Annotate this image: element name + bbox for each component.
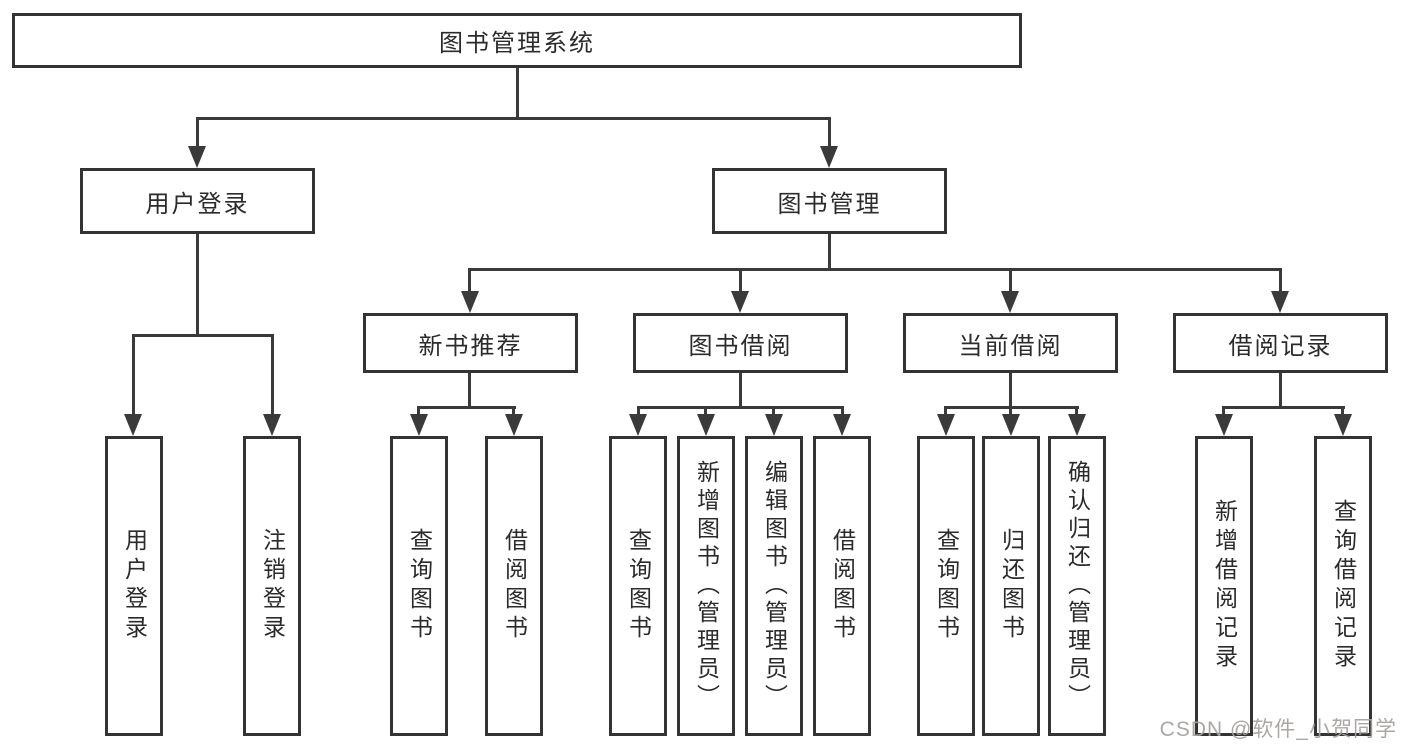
connector-line (271, 334, 274, 416)
connector-line (841, 406, 844, 416)
node-book-borrowing: 图书借阅 (633, 313, 848, 373)
connector-line (512, 406, 515, 416)
node-label: 借阅图书 (829, 528, 856, 644)
connector-line (1009, 406, 1012, 416)
leaf-user-login: 用户登录 (105, 436, 163, 736)
connector-line (516, 68, 519, 119)
leaf-newbook-borrow-books: 借阅图书 (485, 436, 543, 736)
connector-line (1009, 373, 1012, 409)
leaf-newbook-query-books: 查询图书 (390, 436, 448, 736)
connector-line (828, 234, 831, 270)
node-new-book-recommendation: 新书推荐 (363, 313, 578, 373)
node-book-management: 图书管理 (712, 168, 947, 234)
arrow-down-icon (765, 414, 783, 436)
arrow-down-icon (263, 414, 281, 436)
connector-line (196, 117, 831, 120)
arrow-down-icon (697, 414, 715, 436)
arrow-down-icon (833, 414, 851, 436)
connector-line (637, 406, 640, 416)
connector-line (417, 406, 516, 409)
node-label: 用户登录 (121, 528, 148, 644)
connector-line (704, 406, 707, 416)
node-label: 图书借阅 (688, 332, 793, 360)
connector-line (132, 334, 274, 337)
leaf-current-query-books: 查询图书 (917, 436, 975, 736)
node-label: 查询借阅记录 (1330, 499, 1357, 673)
node-label: 新增借阅记录 (1211, 499, 1238, 673)
node-label: 新书推荐 (418, 332, 523, 360)
leaf-logout: 注销登录 (243, 436, 301, 736)
node-label: 查询图书 (625, 528, 652, 644)
connector-line (468, 373, 471, 409)
arrow-down-icon (188, 146, 206, 168)
connector-line (828, 117, 831, 148)
node-label: 编辑图书（管理员） (761, 460, 788, 712)
node-label: 查询图书 (406, 528, 433, 644)
connector-line (1222, 406, 1225, 416)
arrow-down-icon (1215, 414, 1233, 436)
node-label: 图书管理系统 (439, 30, 595, 57)
connector-line (132, 334, 135, 416)
connector-line (637, 406, 844, 409)
leaf-borrow-borrow-books: 借阅图书 (813, 436, 871, 736)
arrow-down-icon (124, 414, 142, 436)
node-label: 图书管理 (777, 190, 882, 218)
connector-line (196, 234, 199, 336)
arrow-down-icon (629, 414, 647, 436)
connector-line (1279, 373, 1282, 409)
arrow-down-icon (410, 414, 428, 436)
arrow-down-icon (1001, 291, 1019, 313)
leaf-records-add-record: 新增借阅记录 (1195, 436, 1253, 736)
connector-line (468, 268, 1282, 271)
connector-line (739, 373, 742, 409)
arrow-down-icon (1271, 291, 1289, 313)
watermark: CSDN @软件_小贺同学 (1159, 718, 1397, 741)
node-label: 借阅记录 (1228, 332, 1333, 360)
arrow-down-icon (461, 291, 479, 313)
node-label: 归还图书 (998, 528, 1025, 644)
node-label: 用户登录 (145, 190, 250, 218)
leaf-current-return-books: 归还图书 (982, 436, 1040, 736)
node-label: 当前借阅 (958, 332, 1063, 360)
connector-line (1279, 268, 1282, 293)
node-root-system: 图书管理系统 (12, 13, 1022, 68)
connector-line (1341, 406, 1344, 416)
connector-line (739, 268, 742, 293)
connector-line (1075, 406, 1078, 416)
leaf-borrow-edit-books-admin: 编辑图书（管理员） (745, 436, 803, 736)
leaf-records-query-record: 查询借阅记录 (1314, 436, 1372, 736)
node-label: 确认归还（管理员） (1064, 460, 1091, 712)
leaf-borrow-query-books: 查询图书 (609, 436, 667, 736)
node-label: 借阅图书 (501, 528, 528, 644)
connector-line (944, 406, 947, 416)
leaf-borrow-add-books-admin: 新增图书（管理员） (677, 436, 735, 736)
leaf-current-confirm-return-admin: 确认归还（管理员） (1048, 436, 1106, 736)
connector-line (1222, 406, 1345, 409)
arrow-down-icon (505, 414, 523, 436)
arrow-down-icon (731, 291, 749, 313)
arrow-down-icon (1002, 414, 1020, 436)
node-current-borrowing: 当前借阅 (903, 313, 1118, 373)
node-label: 查询图书 (933, 528, 960, 644)
arrow-down-icon (1334, 414, 1352, 436)
connector-line (417, 406, 420, 416)
node-label: 注销登录 (259, 528, 286, 644)
arrow-down-icon (937, 414, 955, 436)
node-borrowing-records: 借阅记录 (1173, 313, 1388, 373)
connector-line (772, 406, 775, 416)
node-user-login: 用户登录 (80, 168, 315, 234)
connector-line (1009, 268, 1012, 293)
connector-line (468, 268, 471, 293)
node-label: 新增图书（管理员） (693, 460, 720, 712)
arrow-down-icon (1068, 414, 1086, 436)
arrow-down-icon (820, 146, 838, 168)
connector-line (196, 117, 199, 148)
